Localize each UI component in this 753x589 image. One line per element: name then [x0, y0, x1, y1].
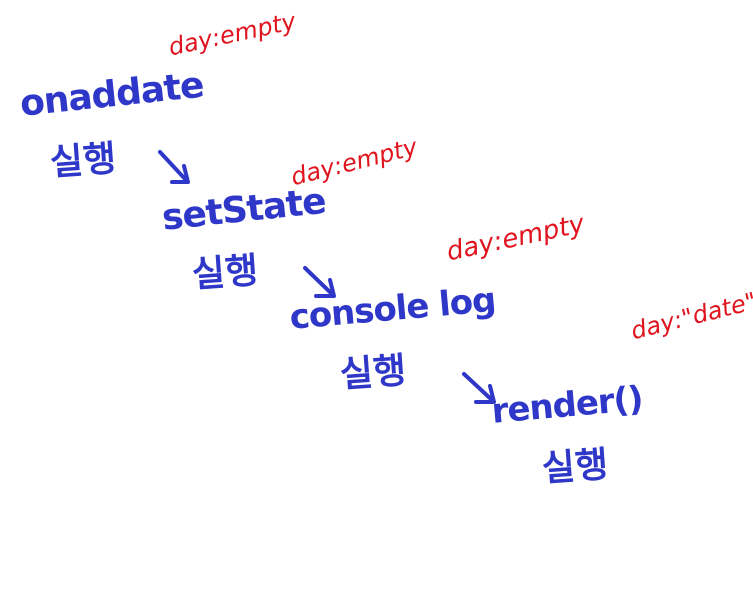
arrow-2-icon: [303, 266, 336, 298]
step-onaddate-run: 실행: [48, 138, 118, 184]
arrow-1-icon: [158, 150, 190, 184]
step-console-log-run: 실행: [338, 350, 408, 396]
step-setstate-run: 실행: [190, 250, 260, 296]
arrow-3-icon: [462, 372, 496, 404]
step-render-run: 실행: [540, 444, 610, 490]
